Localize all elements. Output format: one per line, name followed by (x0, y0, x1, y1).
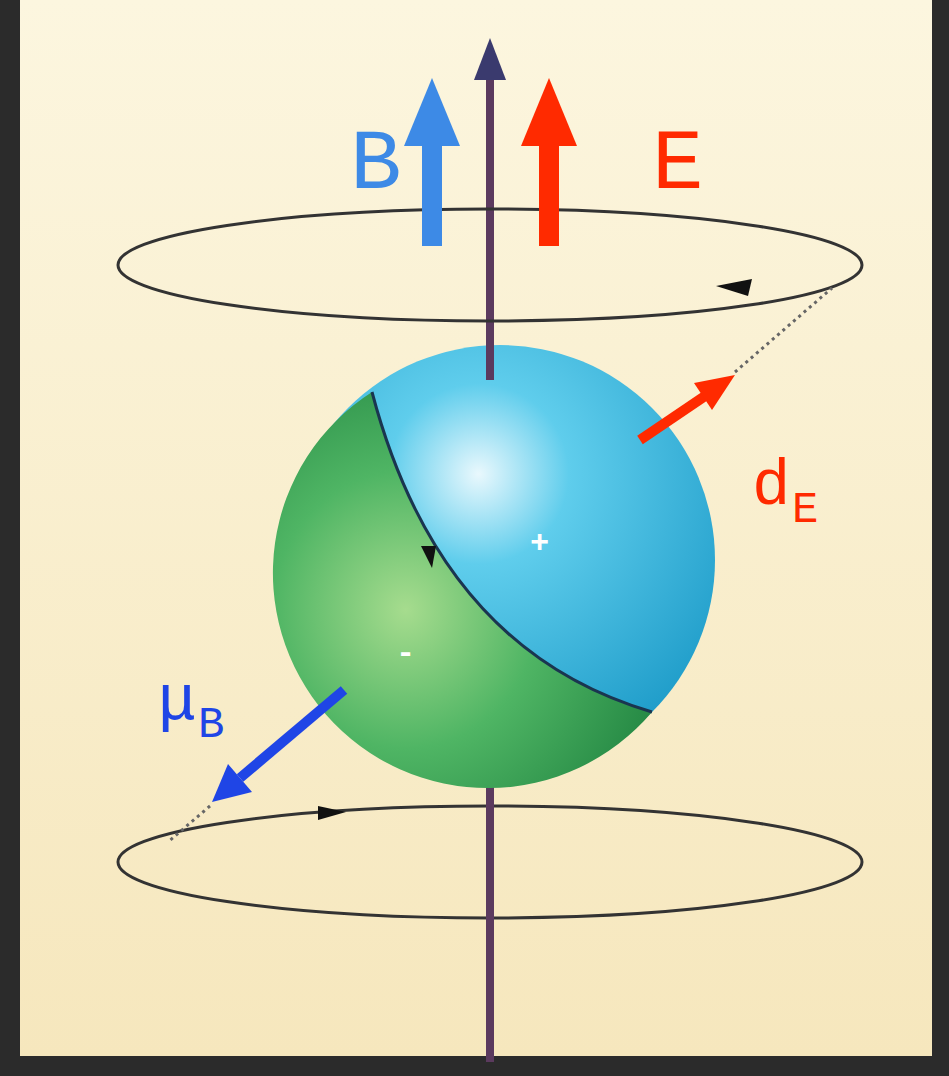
field-label: B (350, 122, 402, 208)
axis-arrowhead (474, 38, 506, 80)
field-label: E (652, 122, 704, 208)
moment-symbol: μ (158, 670, 196, 734)
edm-arrowhead (694, 375, 735, 410)
b-field-arrow (422, 140, 442, 246)
orbit-arrowhead (318, 806, 346, 820)
e-field-arrowhead (521, 78, 577, 146)
b-field-arrowhead (404, 78, 460, 146)
background (20, 0, 932, 1056)
charge-sign: - (396, 638, 415, 670)
edm-arrow (640, 396, 705, 440)
charge-sign: + (530, 528, 549, 560)
magnetic-moment-arrow (240, 690, 344, 778)
dotted-extension (168, 806, 210, 842)
moment-symbol: d (752, 455, 790, 519)
spin-axis (486, 345, 494, 380)
orbit-arrowhead (716, 279, 752, 296)
moment-subscript: B (198, 703, 224, 747)
spin-arrowhead (421, 546, 436, 568)
precession-orbit (118, 209, 862, 321)
moment-subscript: E (792, 488, 818, 532)
negative-hemisphere (273, 392, 652, 788)
magnetic-moment-arrowhead (212, 764, 252, 802)
dotted-extension (735, 288, 832, 372)
e-field-arrow (539, 140, 559, 246)
equator-line (372, 392, 652, 712)
